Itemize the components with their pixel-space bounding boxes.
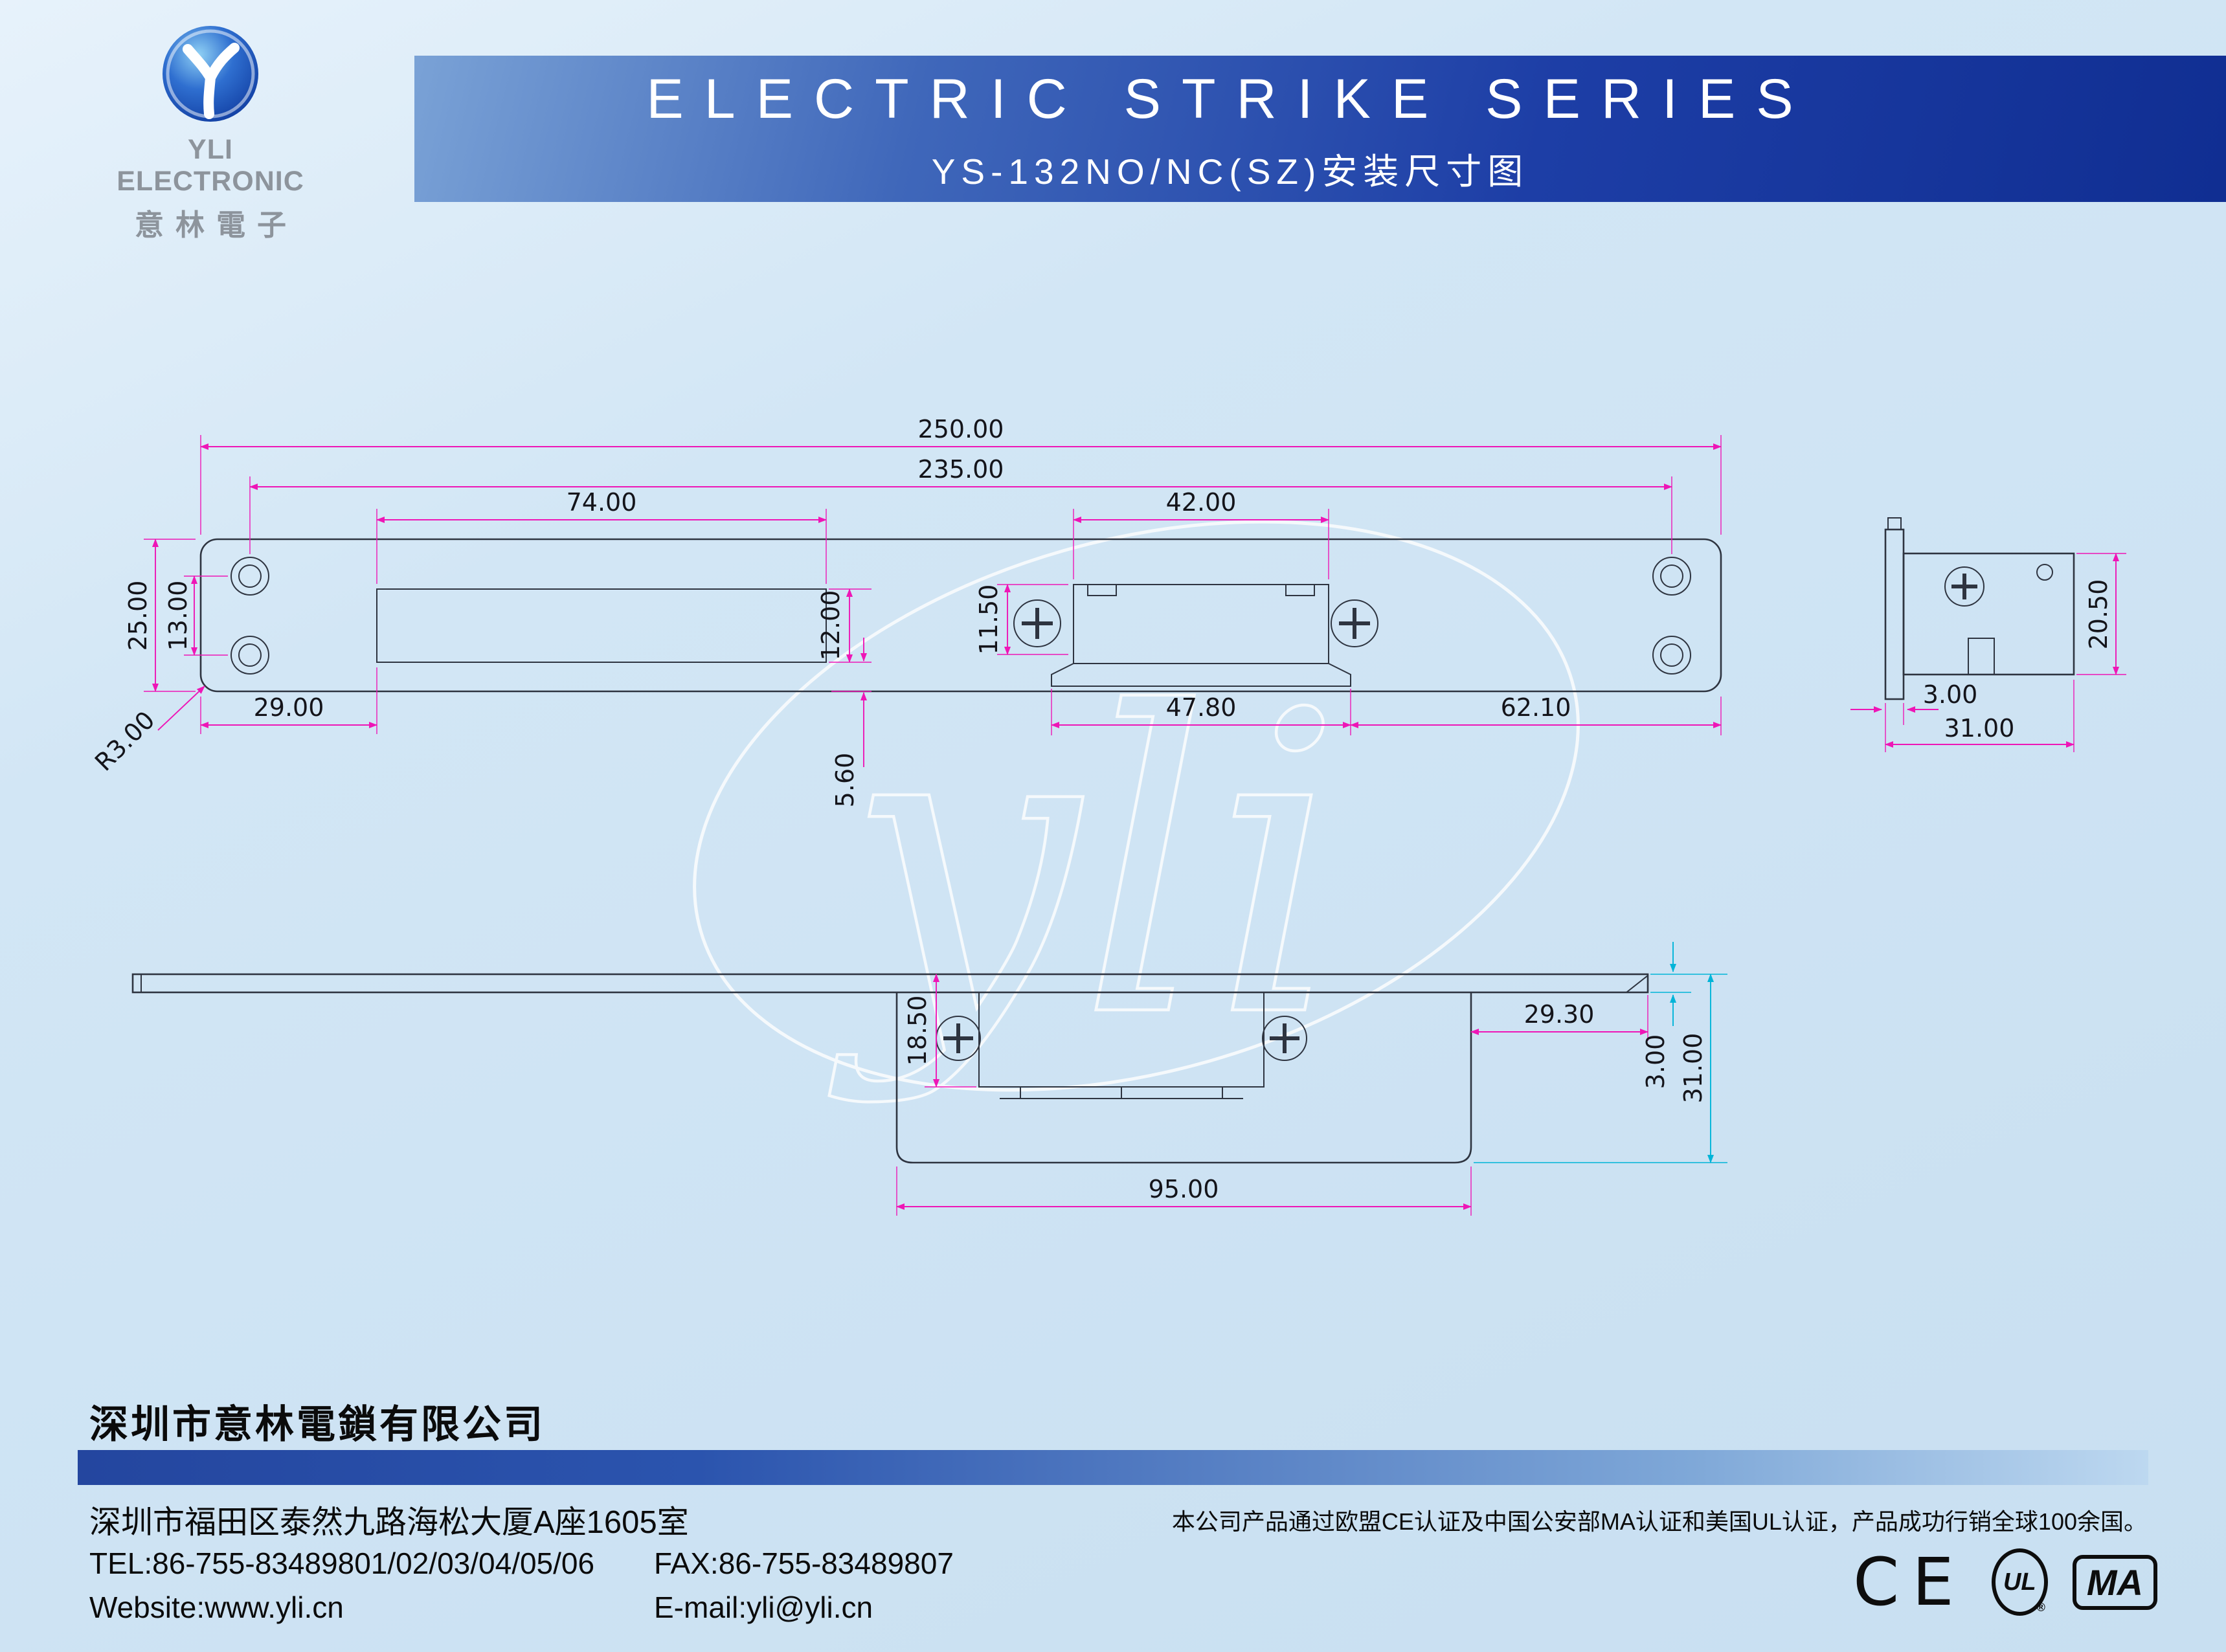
yli-watermark-icon: yli [693, 520, 1580, 1109]
side-view: 20.50 3.00 31.00 [1850, 517, 2126, 752]
brand-name-cn: 意林電子 [134, 208, 298, 241]
ma-mark-icon: MA [2072, 1554, 2157, 1610]
dim-20-50: 20.50 [2084, 579, 2113, 650]
dim-25: 25.00 [124, 581, 152, 651]
logo-block: YLI ELECTRONIC 意林電子 [104, 22, 317, 243]
keeper-body [1073, 584, 1329, 664]
yli-logo-icon [163, 26, 258, 122]
company-email: E-mail:yli@yli.cn [654, 1591, 873, 1624]
series-title: ELECTRIC STRIKE SERIES [646, 68, 1814, 130]
ul-mark-icon: UL® [1991, 1548, 2048, 1616]
dim-235: 235.00 [918, 455, 1004, 484]
screw-icon [1262, 1016, 1307, 1061]
company-address: 深圳市福田区泰然九路海松大厦A座1605室 [89, 1505, 689, 1540]
dim-13: 13.00 [164, 581, 192, 651]
header-banner: ELECTRIC STRIKE SERIES YS-132NO/NC(SZ)安装… [414, 56, 2226, 202]
dim-12: 12.00 [816, 590, 845, 661]
plan-view: 18.50 95.00 29.30 3.00 31.00 [131, 942, 1727, 1216]
watermark-text: yli [826, 625, 1344, 1108]
screw-icon [1331, 599, 1378, 647]
dim-side-31: 31.00 [1944, 714, 2015, 742]
company-fax: FAX:86-755-83489807 [654, 1546, 954, 1580]
dim-42: 42.00 [1166, 488, 1237, 517]
dim-74: 74.00 [567, 488, 637, 517]
dim-r3: R3.00 [89, 706, 161, 777]
dim-plan-31: 31.00 [1679, 1033, 1707, 1104]
dim-18-50: 18.50 [903, 996, 932, 1066]
dim-side-3: 3.00 [1923, 680, 1978, 709]
dim-47-80: 47.80 [1166, 693, 1237, 722]
dim-5-60: 5.60 [831, 753, 859, 808]
latch-cutout [376, 588, 827, 663]
dim-29-30: 29.30 [1524, 1000, 1595, 1029]
model-subtitle: YS-132NO/NC(SZ)安装尺寸图 [931, 151, 1529, 192]
screw-icon [1944, 566, 1984, 607]
certification-note: 本公司产品通过欧盟CE认证及中国公安部MA认证和美国UL认证，产品成功行销全球1… [1171, 1508, 2147, 1535]
dim-62-10: 62.10 [1501, 693, 1571, 722]
footer-divider-bar [78, 1450, 2148, 1485]
certification-logos: CE UL® MA [1853, 1544, 2157, 1621]
company-website: Website:www.yli.cn [89, 1591, 344, 1624]
dim-95: 95.00 [1149, 1175, 1219, 1203]
dim-11-50: 11.50 [974, 585, 1003, 655]
ul-label: UL [2003, 1568, 2036, 1596]
ce-mark-icon: CE [1853, 1543, 1967, 1621]
dim-250: 250.00 [918, 415, 1004, 443]
dim-29: 29.00 [254, 693, 324, 722]
company-name: 深圳市意林電鎖有限公司 [89, 1403, 545, 1446]
front-view: 250.00 235.00 74.00 42.00 25.00 13.00 29… [89, 415, 1722, 808]
screw-icon [1013, 599, 1061, 647]
company-tel: TEL:86-755-83489801/02/03/04/05/06 [89, 1546, 595, 1580]
dim-plan-3: 3.00 [1641, 1034, 1670, 1089]
brand-name: YLI ELECTRONIC [117, 134, 304, 197]
